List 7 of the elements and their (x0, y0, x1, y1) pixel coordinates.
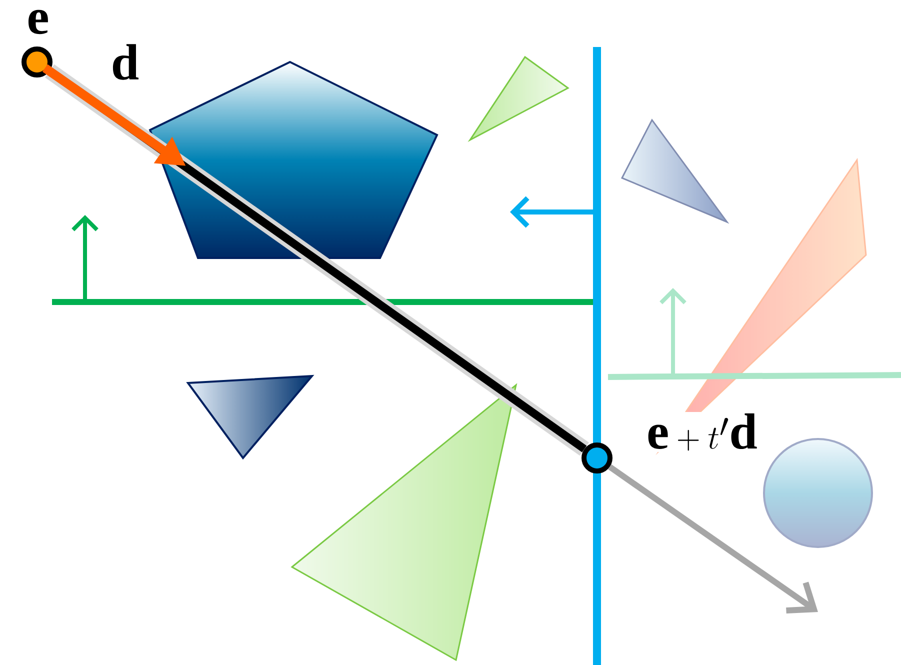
point-marker (582, 442, 612, 474)
point-label: $\mathbf{e}+t'\mathbf{d}$ (645, 412, 759, 452)
point-marker (22, 46, 52, 78)
vector-label: $\mathbf{d}$ (112, 44, 139, 80)
ray-line (608, 464, 818, 614)
point-label: $\mathbf{e}$ (25, 8, 51, 36)
ray-line (45, 64, 589, 456)
